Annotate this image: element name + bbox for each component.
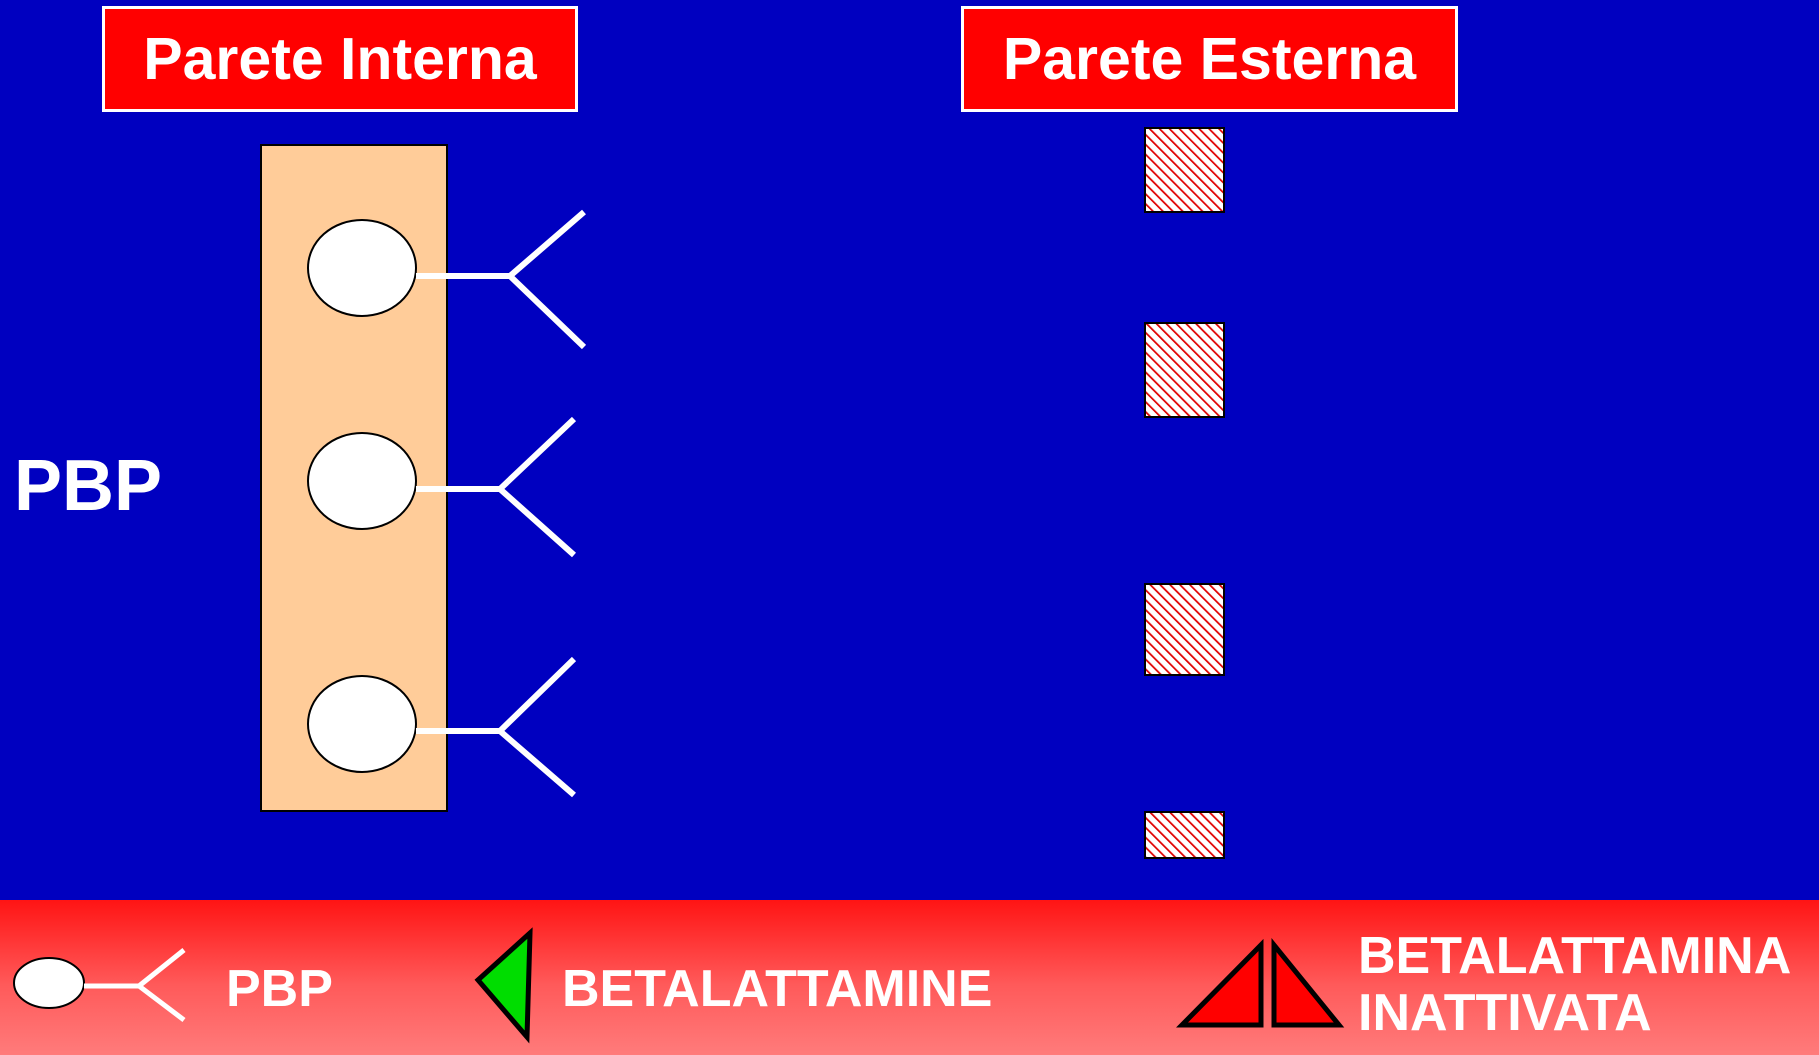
pbp-side-label: PBP (14, 446, 163, 526)
outer-wall-title: Parete Esterna (961, 6, 1458, 112)
legend-pbp-label: PBP (226, 960, 333, 1018)
legend-bar (0, 900, 1819, 1055)
legend-inactivated-line1: BETALATTAMINA (1358, 927, 1792, 985)
inner-wall-title: Parete Interna (102, 6, 578, 112)
outer-wall-block (1144, 127, 1225, 213)
pbp-receptor (307, 416, 577, 558)
outer-wall-block (1144, 583, 1225, 676)
outer-wall-block (1144, 811, 1225, 859)
pbp-receptor (307, 209, 587, 350)
split-red-triangle-icon (1176, 937, 1345, 1028)
legend-inactivated-label: BETALATTAMINA INATTIVATA (1358, 927, 1792, 1043)
outer-wall-block (1144, 322, 1225, 418)
pbp-receptor (307, 656, 577, 798)
green-triangle-icon (474, 927, 533, 1044)
legend-betalactam-label: BETALATTAMINE (562, 960, 993, 1018)
legend-inactivated-line2: INATTIVATA (1358, 984, 1652, 1043)
pbp-receptor-icon (13, 948, 186, 1022)
